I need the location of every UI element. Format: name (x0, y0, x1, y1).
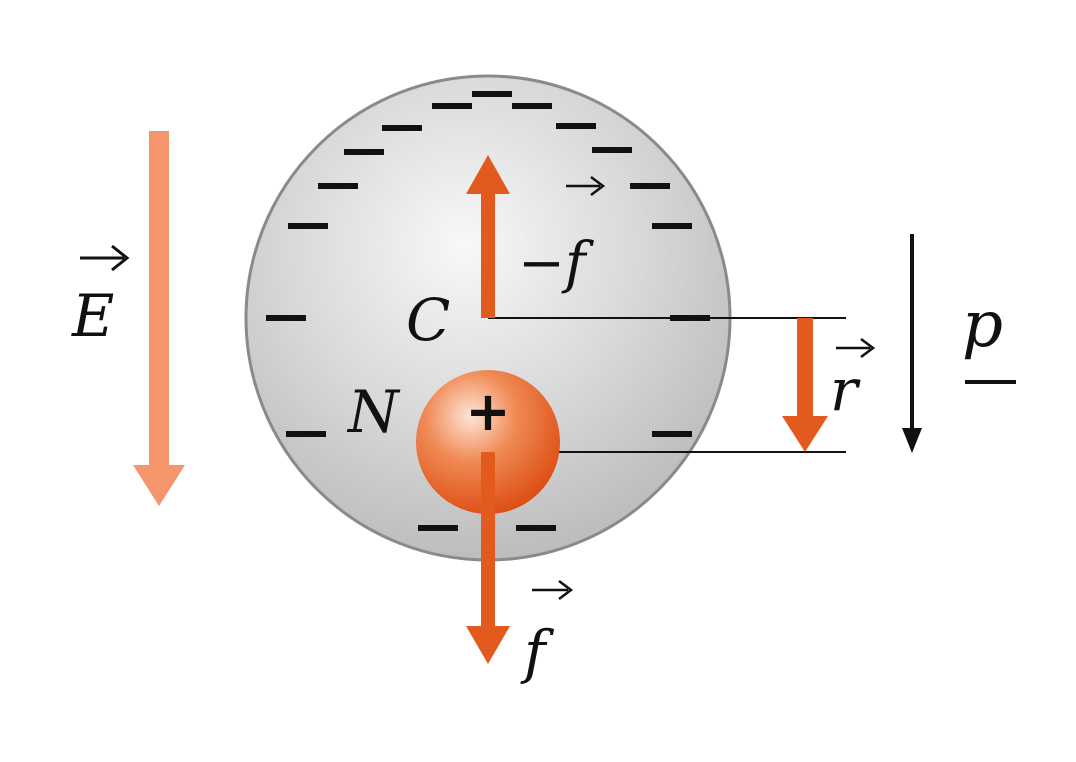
electron-minus-sign (630, 183, 670, 189)
displacement-arrow (782, 318, 828, 452)
dipole-moment-label: p (962, 288, 1003, 362)
field-arrow (133, 131, 185, 506)
electron-minus-sign (512, 103, 552, 109)
electron-minus-sign (266, 315, 306, 321)
electron-minus-sign (288, 223, 328, 229)
nucleus (416, 370, 560, 514)
electron-minus-sign (592, 147, 632, 153)
electron-minus-sign (556, 123, 596, 129)
electron-minus-sign (344, 149, 384, 155)
dipole-moment-arrow (902, 234, 922, 453)
electron-minus-sign (418, 525, 458, 531)
center-label: C (406, 286, 450, 354)
electron-charges (266, 91, 710, 531)
force-on-cloud-label: −f (518, 231, 595, 296)
force-on-nucleus-arrow (466, 452, 510, 664)
electron-minus-sign (382, 125, 422, 131)
displacement-vector-arrow-icon (836, 338, 876, 358)
field-vector-arrow-icon (80, 244, 130, 272)
electron-minus-sign (432, 103, 472, 109)
electron-minus-sign (652, 223, 692, 229)
force-on-nucleus-label: f (520, 618, 555, 686)
electron-minus-sign (516, 525, 556, 531)
nucleus-charge-sign: + (465, 380, 510, 443)
force-on-cloud-arrow (466, 155, 510, 318)
electron-minus-sign (472, 91, 512, 97)
nucleus-label: N (346, 378, 401, 446)
force-cloud-vector-arrow-icon (566, 176, 606, 196)
electron-minus-sign (652, 431, 692, 437)
electron-minus-sign (318, 183, 358, 189)
displacement-label: r (830, 356, 861, 424)
field-label: E (71, 282, 114, 350)
electron-minus-sign (286, 431, 326, 437)
force-nucleus-vector-arrow-icon (532, 580, 574, 600)
